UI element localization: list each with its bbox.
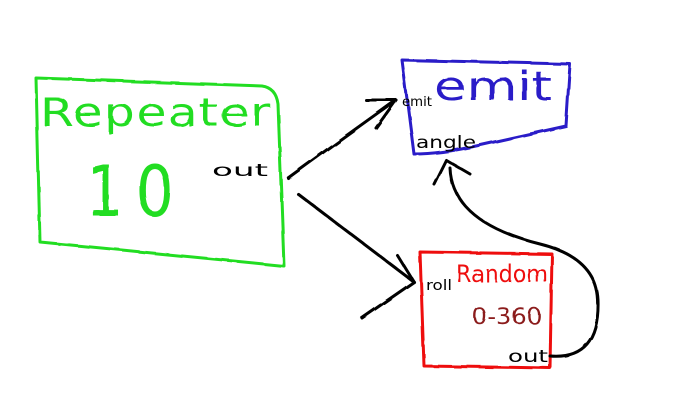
- repeater-node[interactable]: Repeater 10: [34, 76, 286, 268]
- wire-repeater-to-random-line: [296, 192, 416, 284]
- emit-node-border: [400, 58, 572, 156]
- wire-repeater-to-random-arrowhead: [360, 254, 416, 320]
- wire-repeater-to-emit-arrowhead: [364, 98, 398, 130]
- random-node-range: 0-360: [472, 305, 542, 330]
- wire-random-to-emit-angle[interactable]: [432, 158, 600, 358]
- repeater-out-port-label[interactable]: out: [212, 161, 269, 181]
- repeater-node-border: [34, 76, 286, 268]
- random-node[interactable]: Random 0-360: [418, 250, 554, 370]
- random-node-title: Random: [456, 260, 548, 288]
- wire-random-to-emit-angle-line: [448, 166, 600, 358]
- emit-node-title: emit: [434, 64, 552, 110]
- repeater-node-title: Repeater: [40, 91, 272, 136]
- random-node-border: [418, 250, 554, 370]
- emit-input-port-label[interactable]: emit: [402, 95, 432, 110]
- wire-repeater-to-emit-line: [286, 98, 398, 180]
- random-roll-port-label[interactable]: roll: [426, 278, 452, 294]
- wire-repeater-to-emit[interactable]: [286, 98, 398, 180]
- random-out-port-label[interactable]: out: [508, 347, 548, 367]
- wire-random-to-emit-angle-arrowhead: [432, 158, 472, 186]
- emit-node[interactable]: emit: [400, 58, 572, 156]
- repeater-node-value: 10: [86, 151, 186, 233]
- emit-angle-port-label[interactable]: angle: [416, 133, 476, 153]
- wire-repeater-to-random[interactable]: [296, 192, 416, 320]
